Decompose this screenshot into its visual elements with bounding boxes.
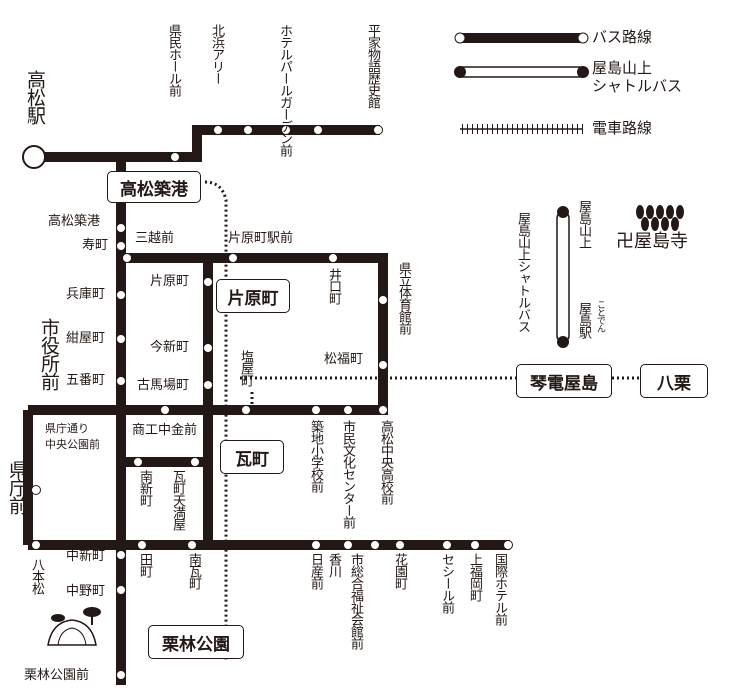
ritsurin-garden-icon	[47, 607, 101, 646]
legend-shuttle-label-1: 屋島山上	[592, 59, 653, 77]
stop-shimin-bunka-center: 市民文化センター前	[340, 420, 355, 528]
hub-ritsurin-koen: 栗林公園	[148, 625, 244, 659]
stop-hachihonmatsu: 八本松	[29, 558, 44, 594]
stop-shiyakusho-mae: 市役所前	[38, 318, 60, 390]
shuttle-kotoden-furigana: ことでん	[595, 300, 605, 332]
stop-ritsurin-koen-mae: 栗林公園前	[24, 668, 90, 683]
shuttle-yashima-eki: 屋島駅	[576, 302, 591, 338]
stop-katahara-eki-mae: 片原町駅前	[228, 231, 294, 246]
stop-kenmin-hall: 県民ホール前	[166, 24, 181, 96]
stop-shoko-chukin-mae: 商工中金前	[132, 423, 198, 438]
stop-cecile-mae: セシール前	[439, 553, 454, 613]
stop-nakashinmachi: 中新町	[66, 549, 106, 564]
stop-takamatsu-chikko-left: 高松築港	[48, 214, 101, 229]
stop-kencho-mae: 県庁前	[6, 460, 28, 514]
stop-minami-kawaramachi: 南瓦町	[186, 553, 201, 589]
stop-kataharamachi: 片原町	[150, 274, 190, 289]
stop-heike-museum: 平家物語歴史館	[365, 24, 380, 108]
legend-graphics	[454, 32, 589, 134]
stop-hyogomachi: 兵庫町	[66, 287, 106, 302]
stop-iguchicho: 井口町	[326, 268, 341, 304]
stop-hotel-kokusai: 国際ホテル前	[492, 553, 507, 625]
stop-nakanomachi: 中野町	[66, 584, 106, 599]
yashimaji-label: 卍屋島寺	[616, 231, 688, 252]
stop-denmachi: 田町	[137, 553, 152, 577]
shuttle-yashima-sanjo: 屋島山上	[576, 200, 591, 248]
bus-stops	[31, 125, 513, 680]
stop-furubabacho: 古馬場町	[137, 378, 190, 393]
stop-shiso-welfare: 市総合福祉会館前	[348, 553, 363, 649]
takamatsu-station-marker	[22, 145, 46, 169]
hub-yakuri: 八栗	[640, 364, 708, 398]
shuttle-line	[556, 206, 570, 348]
legend-shuttle-label-2: シャトルバス	[592, 77, 683, 95]
legend-train-label: 電車路線	[592, 119, 653, 137]
stop-kencho-dori: 県庁通り	[45, 422, 89, 435]
shuttle-vertical-label: 屋島山上シャトルバス	[515, 212, 530, 332]
hub-takamatsu-chikko: 高松築港	[107, 171, 201, 203]
stop-chuo-koen-mae: 中央公園前	[45, 438, 100, 451]
stop-kitahama-alley: 北浜アリー	[209, 24, 224, 84]
stop-kagawa: 香川	[326, 553, 341, 577]
stop-chikuji-school: 築地小学校前	[308, 420, 323, 492]
legend-bus-label: バス路線	[592, 28, 653, 46]
hub-kataharamachi: 片原町	[216, 279, 290, 313]
yashimaji-trees-icon	[636, 205, 684, 231]
stop-kamiyamachi: 紺屋町	[66, 331, 106, 346]
stop-matsufukucho: 松福町	[324, 352, 364, 367]
stop-minami-shinmachi: 南新町	[137, 470, 152, 506]
takamatsu-station-label: 高松駅	[24, 70, 46, 124]
stop-hotel-parle: ホテルパールガーデン前	[277, 24, 292, 156]
stop-imashinmachi: 今新町	[150, 340, 190, 355]
hub-kawaramachi: 瓦町	[220, 440, 284, 474]
stop-mitsukoshi-mae: 三越前	[135, 231, 175, 246]
stop-kami-fukuoka: 上福岡町	[467, 553, 482, 601]
stop-kotobukicho: 寿町	[82, 238, 109, 253]
stop-takamatsu-chuo-hs: 高松中央高校前	[378, 420, 393, 504]
stop-kawaramachi-tenmaya: 瓦町天満屋	[170, 470, 185, 530]
stop-kenritsu-taiikukan: 県立体育館前	[396, 262, 411, 334]
stop-nissan-mae: 日産前	[308, 553, 323, 589]
bus-routes	[23, 125, 510, 685]
stop-hanazonocho: 花園町	[392, 553, 407, 589]
hub-kotoden-yashima: 琴電屋島	[516, 364, 612, 398]
stop-gobancho: 五番町	[66, 373, 106, 388]
stop-shioyacho: 塩屋町	[238, 350, 253, 386]
